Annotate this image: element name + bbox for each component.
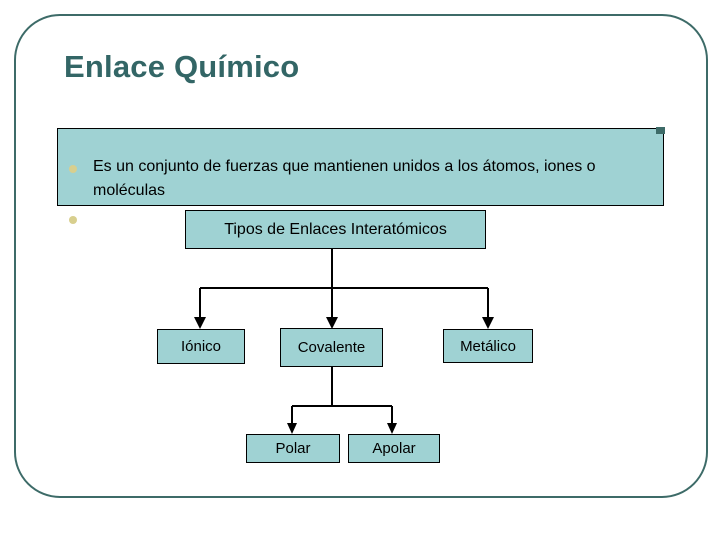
body-text-box[interactable] [57,128,664,206]
diagram-node-polar[interactable]: Polar [246,434,340,463]
diagram-node-ionico[interactable]: Iónico [157,329,245,364]
diagram-node-metalico[interactable]: Metálico [443,329,533,363]
diagram-node-apolar[interactable]: Apolar [348,434,440,463]
page-title: Enlace Químico [64,49,300,84]
body-paragraph: Es un conjunto de fuerzas que mantienen … [93,158,596,199]
diagram-node-root[interactable]: Tipos de Enlaces Interatómicos [185,210,486,249]
body-box-corner-handle [656,127,665,134]
bullet-dot-icon [69,165,77,173]
diagram-node-covalente[interactable]: Covalente [280,328,383,367]
bullet-dot-icon [69,216,77,224]
slide-border-frame [14,14,708,498]
